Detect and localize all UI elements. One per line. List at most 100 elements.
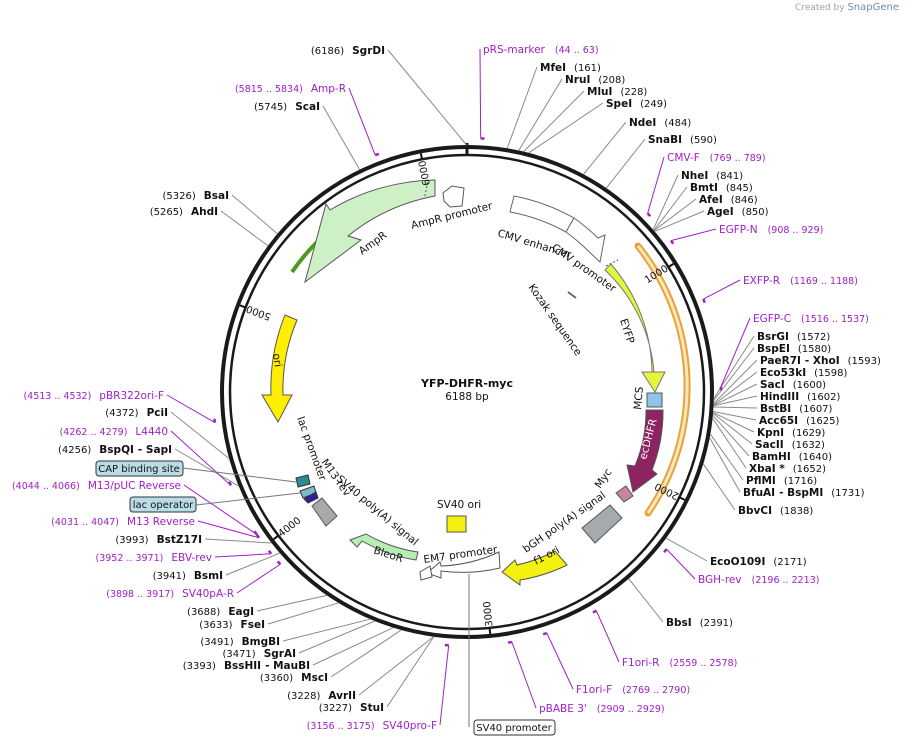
primer-f1ori-r[interactable]: F1ori-R(2559 .. 2578) <box>622 657 737 669</box>
enzyme-site-agei[interactable]: AgeI(850) <box>707 206 769 218</box>
enzyme-site-bspqi[interactable]: (4256)BspQI- SapI <box>58 444 172 456</box>
primer-cmv-f[interactable]: CMV-F(769 .. 789) <box>667 152 766 164</box>
enzyme-site-bsai[interactable]: (5326)BsaI <box>162 190 229 202</box>
enzyme-site-nhei[interactable]: NheI(841) <box>681 170 743 182</box>
enzyme-leader <box>523 90 585 152</box>
feature-sv40-ori[interactable] <box>446 515 467 533</box>
feature-ampr[interactable] <box>304 179 436 284</box>
enzyme-leader <box>713 395 758 407</box>
enzyme-site-pcii[interactable]: (4372)PciI <box>105 407 168 419</box>
enzyme-site-bsshii[interactable]: (3393)BssHII- MauBI <box>183 660 310 672</box>
primer-ebv-rev[interactable]: (3952 .. 3971)EBV-rev <box>96 552 213 564</box>
enzyme-leader <box>709 437 741 493</box>
primer-sv40pro-f[interactable]: (3156 .. 3175)SV40pro-F <box>307 720 437 732</box>
feature-sv40-polya[interactable] <box>311 497 338 527</box>
enzyme-site-bstz17i[interactable]: (3993)BstZ17I <box>115 534 202 546</box>
enzyme-site-msci[interactable]: (3360)MscI <box>260 672 328 684</box>
enzyme-site-paer7i[interactable]: PaeR7I- XhoI(1593) <box>760 355 881 367</box>
enzyme-site-bspei[interactable]: BspEI(1580) <box>757 343 831 355</box>
enzyme-site-hindiii[interactable]: HindIII(1602) <box>760 391 840 403</box>
primer-pbabe-3-[interactable]: pBABE 3'(2909 .. 2929) <box>539 703 665 715</box>
primer-mark <box>646 212 652 218</box>
enzyme-site-scai[interactable]: (5745)ScaI <box>254 101 320 113</box>
enzyme-site-bamhi[interactable]: BamHI(1640) <box>752 451 832 463</box>
tick-mark <box>273 534 280 541</box>
enzyme-site-acc65i[interactable]: Acc65I(1625) <box>759 415 839 427</box>
enzyme-site-mlui[interactable]: MluI(228) <box>587 86 647 98</box>
enzyme-leader <box>282 618 371 642</box>
enzyme-leader <box>170 411 230 460</box>
sv40-promoter-label: SV40 promoter <box>476 723 552 734</box>
enzyme-site-avrii[interactable]: (3228)AvrII <box>287 690 356 702</box>
feature-bgh-polya[interactable] <box>581 504 623 544</box>
enzyme-leader <box>712 412 755 433</box>
enzyme-site-sacii[interactable]: SacII(1632) <box>755 439 825 451</box>
feature-myc[interactable] <box>615 485 634 503</box>
feature-eyfp[interactable] <box>604 263 666 394</box>
enzyme-site-bstbi[interactable]: BstBI(1607) <box>760 403 833 415</box>
feature-cmv-enhancer[interactable] <box>509 195 575 233</box>
feature-em7-promoter[interactable] <box>419 565 433 581</box>
enzyme-leader <box>712 412 753 445</box>
primer-pbr322ori-f[interactable]: (4513 .. 4532)pBR322ori-F <box>23 390 164 402</box>
enzyme-site-bfuai[interactable]: BfuAI- BspMI(1731) <box>743 487 865 499</box>
label-ampr: AmpR <box>357 229 389 257</box>
enzyme-site-ecoo109i[interactable]: EcoO109I(2171) <box>710 556 807 568</box>
enzyme-site-bmti[interactable]: BmtI(845) <box>690 182 753 194</box>
primer-egfp-n[interactable]: EGFP-N(908 .. 929) <box>719 224 823 236</box>
enzyme-leader <box>712 418 747 469</box>
primer-l4440[interactable]: (4262 .. 4279)L4440 <box>60 426 168 438</box>
enzyme-site-eagi[interactable]: (3688)EagI <box>187 606 254 618</box>
plasmid-name: YFP-DHFR-myc <box>420 377 513 390</box>
enzyme-site-spei[interactable]: SpeI(249) <box>606 98 667 110</box>
enzyme-site-bbvci[interactable]: BbvCI(1838) <box>738 505 813 517</box>
enzyme-site-bmgbi[interactable]: (3491)BmgBI <box>200 636 280 648</box>
feature-bleor[interactable] <box>349 533 419 561</box>
enzyme-site-pflmi[interactable]: PflMI(1716) <box>746 475 817 487</box>
primer-leader <box>703 279 741 300</box>
enzyme-site-fsei[interactable]: (3633)FseI <box>199 619 265 631</box>
plasmid-length: 6188 bp <box>445 391 489 403</box>
enzyme-site-snabi[interactable]: SnaBI(590) <box>648 134 717 146</box>
feature-ampr-promoter[interactable] <box>442 185 465 208</box>
primer-bgh-rev[interactable]: BGH-rev(2196 .. 2213) <box>698 574 819 586</box>
enzyme-leader <box>713 406 758 409</box>
enzyme-site-bsmi[interactable]: (3941)BsmI <box>153 570 223 582</box>
primer-m13-puc-reverse[interactable]: (4044 .. 4066)M13/pUC Reverse <box>12 480 181 492</box>
enzyme-site-nrui[interactable]: NruI(208) <box>565 74 625 86</box>
feature-ori[interactable] <box>261 314 298 424</box>
primer-exfp-r[interactable]: EXFP-R(1169 .. 1188) <box>743 275 858 287</box>
enzyme-site-ndei[interactable]: NdeI(484) <box>629 117 691 129</box>
enzyme-site-saci[interactable]: SacI(1600) <box>760 379 826 391</box>
enzyme-site-afei[interactable]: AfeI(846) <box>699 194 758 206</box>
enzyme-leader <box>709 433 744 481</box>
enzyme-leader <box>387 49 467 146</box>
lac-operator-label: lac operator <box>133 500 194 511</box>
primer-prs-marker[interactable]: pRS-marker(44 .. 63) <box>483 44 599 56</box>
primer-mark <box>374 152 380 157</box>
ampr-start-dashes <box>424 179 429 197</box>
primer-m13-reverse[interactable]: (4031 .. 4047)M13 Reverse <box>51 516 195 528</box>
primer-sv40pa-r[interactable]: (3898 .. 3917)SV40pA-R <box>106 588 234 600</box>
tick-mark <box>488 627 492 634</box>
feature-f1-ori[interactable] <box>501 550 568 586</box>
primer-amp-r[interactable]: (5815 .. 5834)Amp-R <box>235 83 346 95</box>
enzyme-site-sgrai[interactable]: (3471)SgrAI <box>222 648 296 660</box>
enzyme-site-bsrgi[interactable]: BsrGI(1572) <box>757 331 830 343</box>
feature-ecdhfr[interactable] <box>626 409 664 493</box>
enzyme-site-kpni[interactable]: KpnI(1629) <box>757 427 825 439</box>
feature-mcs[interactable] <box>646 392 663 408</box>
enzyme-site-sgrdi[interactable]: (6186)SgrDI <box>311 45 385 57</box>
enzyme-site-bbsi[interactable]: BbsI(2391) <box>666 617 733 629</box>
enzyme-site-mfei[interactable]: MfeI(161) <box>540 62 601 74</box>
primer-f1ori-f[interactable]: F1ori-F(2769 .. 2790) <box>576 684 690 696</box>
enzyme-site-ahdi[interactable]: (5265)AhdI <box>150 206 218 218</box>
brand-prefix: Created by <box>795 3 845 13</box>
feature-cmv-promoter[interactable] <box>565 217 606 263</box>
feature-sv40-promoter[interactable] <box>426 551 501 579</box>
enzyme-site-xbai[interactable]: XbaI *(1652) <box>749 463 826 475</box>
primer-egfp-c[interactable]: EGFP-C(1516 .. 1537) <box>753 313 869 325</box>
enzyme-site-stui[interactable]: (3227)StuI <box>319 702 384 714</box>
enzyme-site-eco53ki[interactable]: Eco53kI(1598) <box>760 367 847 379</box>
